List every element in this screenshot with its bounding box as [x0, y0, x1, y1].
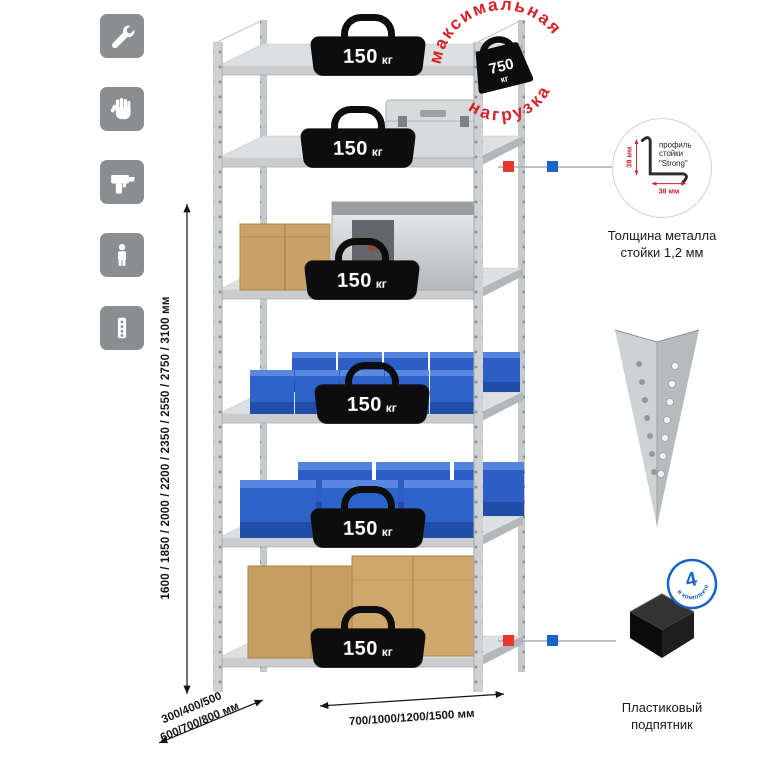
strong-profile-glyph — [640, 136, 688, 184]
wrench-icon — [100, 14, 144, 58]
included-count-value: 4 — [683, 568, 699, 592]
stamp-load-value: 750 — [487, 55, 515, 78]
callout-foot — [498, 635, 616, 646]
marker-blue-top — [547, 161, 558, 172]
perforated-profile-icon — [100, 306, 144, 350]
profile-caption-line1: Толщина металла — [607, 228, 717, 243]
weight-handle-icon — [335, 238, 389, 263]
marker-red-top — [503, 161, 514, 172]
shelf-load-value: 150 — [342, 45, 379, 68]
callout-profile — [498, 161, 612, 172]
weight-handle-icon — [341, 486, 395, 511]
weight-handle-icon — [345, 362, 399, 387]
person-icon — [100, 233, 144, 277]
depth-dimension: 300/400/500 600/700/800 мм — [159, 690, 264, 744]
width-dimension: 700/1000/1200/1500 мм — [319, 690, 505, 728]
profile-caption-line2: стойки 1,2 мм — [620, 244, 704, 260]
stamp-load-unit: кг — [499, 73, 509, 85]
weight-handle-icon — [341, 14, 395, 39]
foot-caption: Пластиковый подпятник — [592, 700, 732, 734]
max-load-stamp: максимальная нагрузка 750 кг — [413, 0, 569, 134]
shelf-load-unit: кг — [381, 53, 394, 67]
plastic-bins-small — [250, 352, 520, 414]
foot-caption-line2: подпятник — [631, 716, 693, 732]
profile-label-3: "Strong" — [659, 159, 688, 168]
profile-caption: Толщина металла стойки 1,2 мм — [589, 228, 735, 262]
stamp-weight-icon: 750 кг — [475, 36, 534, 94]
profile-label-1: профиль — [659, 140, 691, 149]
width-dimension-label: 700/1000/1200/1500 мм — [349, 708, 475, 728]
profile-dim-vertical: 38 мм — [625, 147, 634, 168]
foot-caption-line1: Пластиковый — [621, 700, 703, 715]
profile-dim-horizontal: 38 мм — [658, 186, 679, 195]
included-count-badge: 4 в комплекте — [666, 558, 718, 610]
perforated-post-photo — [614, 329, 700, 526]
profile-detail-circle: 38 мм 38 мм профиль стойки "Strong" — [612, 118, 712, 218]
weight-handle-icon — [341, 606, 395, 631]
drill-icon — [100, 160, 144, 204]
gloves-icon — [100, 87, 144, 131]
weight-handle-icon — [331, 106, 385, 131]
height-dimension-label: 1600 / 1850 / 2000 / 2200 / 2350 / 2550 … — [160, 296, 172, 600]
marker-red-bottom — [503, 635, 514, 646]
marker-blue-bottom — [547, 635, 558, 646]
rack-front-posts — [213, 42, 483, 692]
rack-back-posts — [216, 19, 525, 672]
profile-label-2: стойки — [659, 149, 683, 158]
